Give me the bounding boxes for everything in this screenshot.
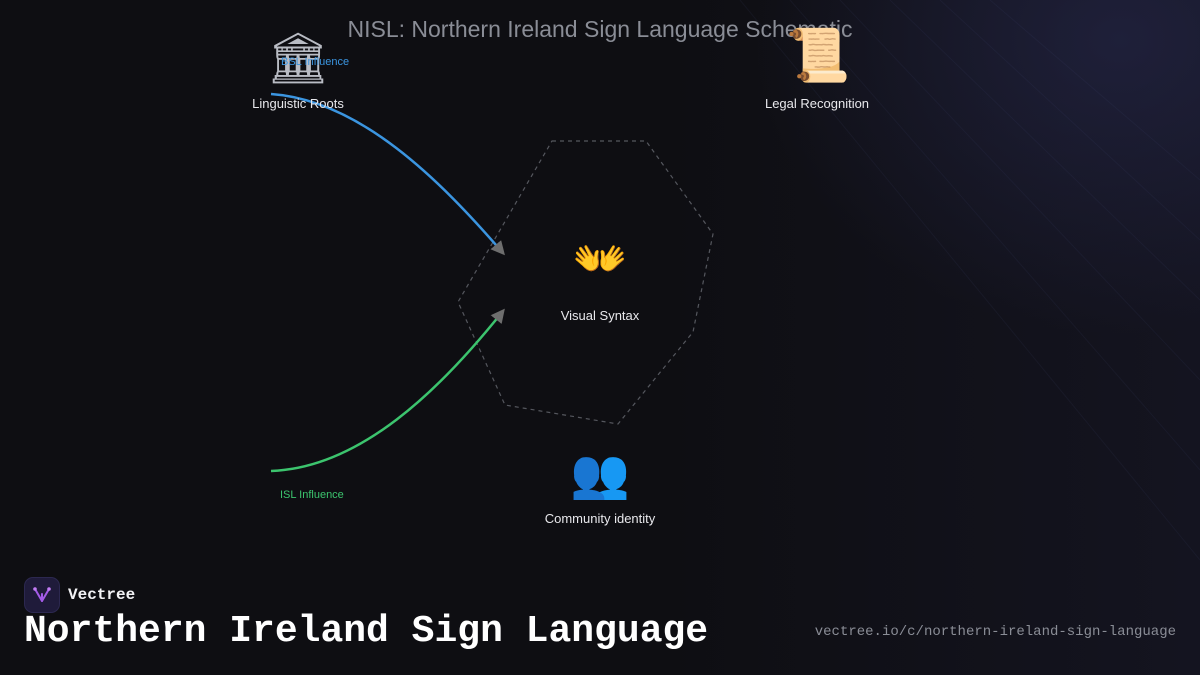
- brand-name: Vectree: [68, 586, 136, 604]
- classical-building-icon: 🏛: [266, 29, 330, 87]
- edge-label-bsl-influence: BSL Influence: [281, 56, 350, 68]
- footer-url-link[interactable]: vectree.io/c/northern-ireland-sign-langu…: [814, 624, 1176, 640]
- node-label-community-identity: Community identity: [544, 511, 656, 526]
- isl-influence-edge: [270, 308, 505, 473]
- diagram-title: NISL: Northern Ireland Sign Language Sch…: [347, 16, 853, 42]
- open-hands-icon: 👐: [572, 234, 628, 285]
- node-label-linguistic-roots: Linguistic Roots: [252, 96, 344, 111]
- footer-title: Northern Ireland Sign Language: [24, 610, 709, 653]
- visual-syntax-hexagon: [457, 140, 714, 425]
- scroll-icon: 📜: [785, 26, 851, 86]
- edge-label-isl-influence: ISL Influence: [280, 489, 344, 501]
- bsl-influence-edge: [270, 92, 505, 256]
- node-label-visual-syntax: Visual Syntax: [560, 308, 640, 323]
- brand[interactable]: Vectree: [24, 577, 135, 613]
- node-label-legal-recognition: Legal Recognition: [764, 96, 870, 111]
- vectree-logo-icon: [24, 577, 60, 613]
- busts-in-silhouette-icon: 👥: [570, 446, 630, 502]
